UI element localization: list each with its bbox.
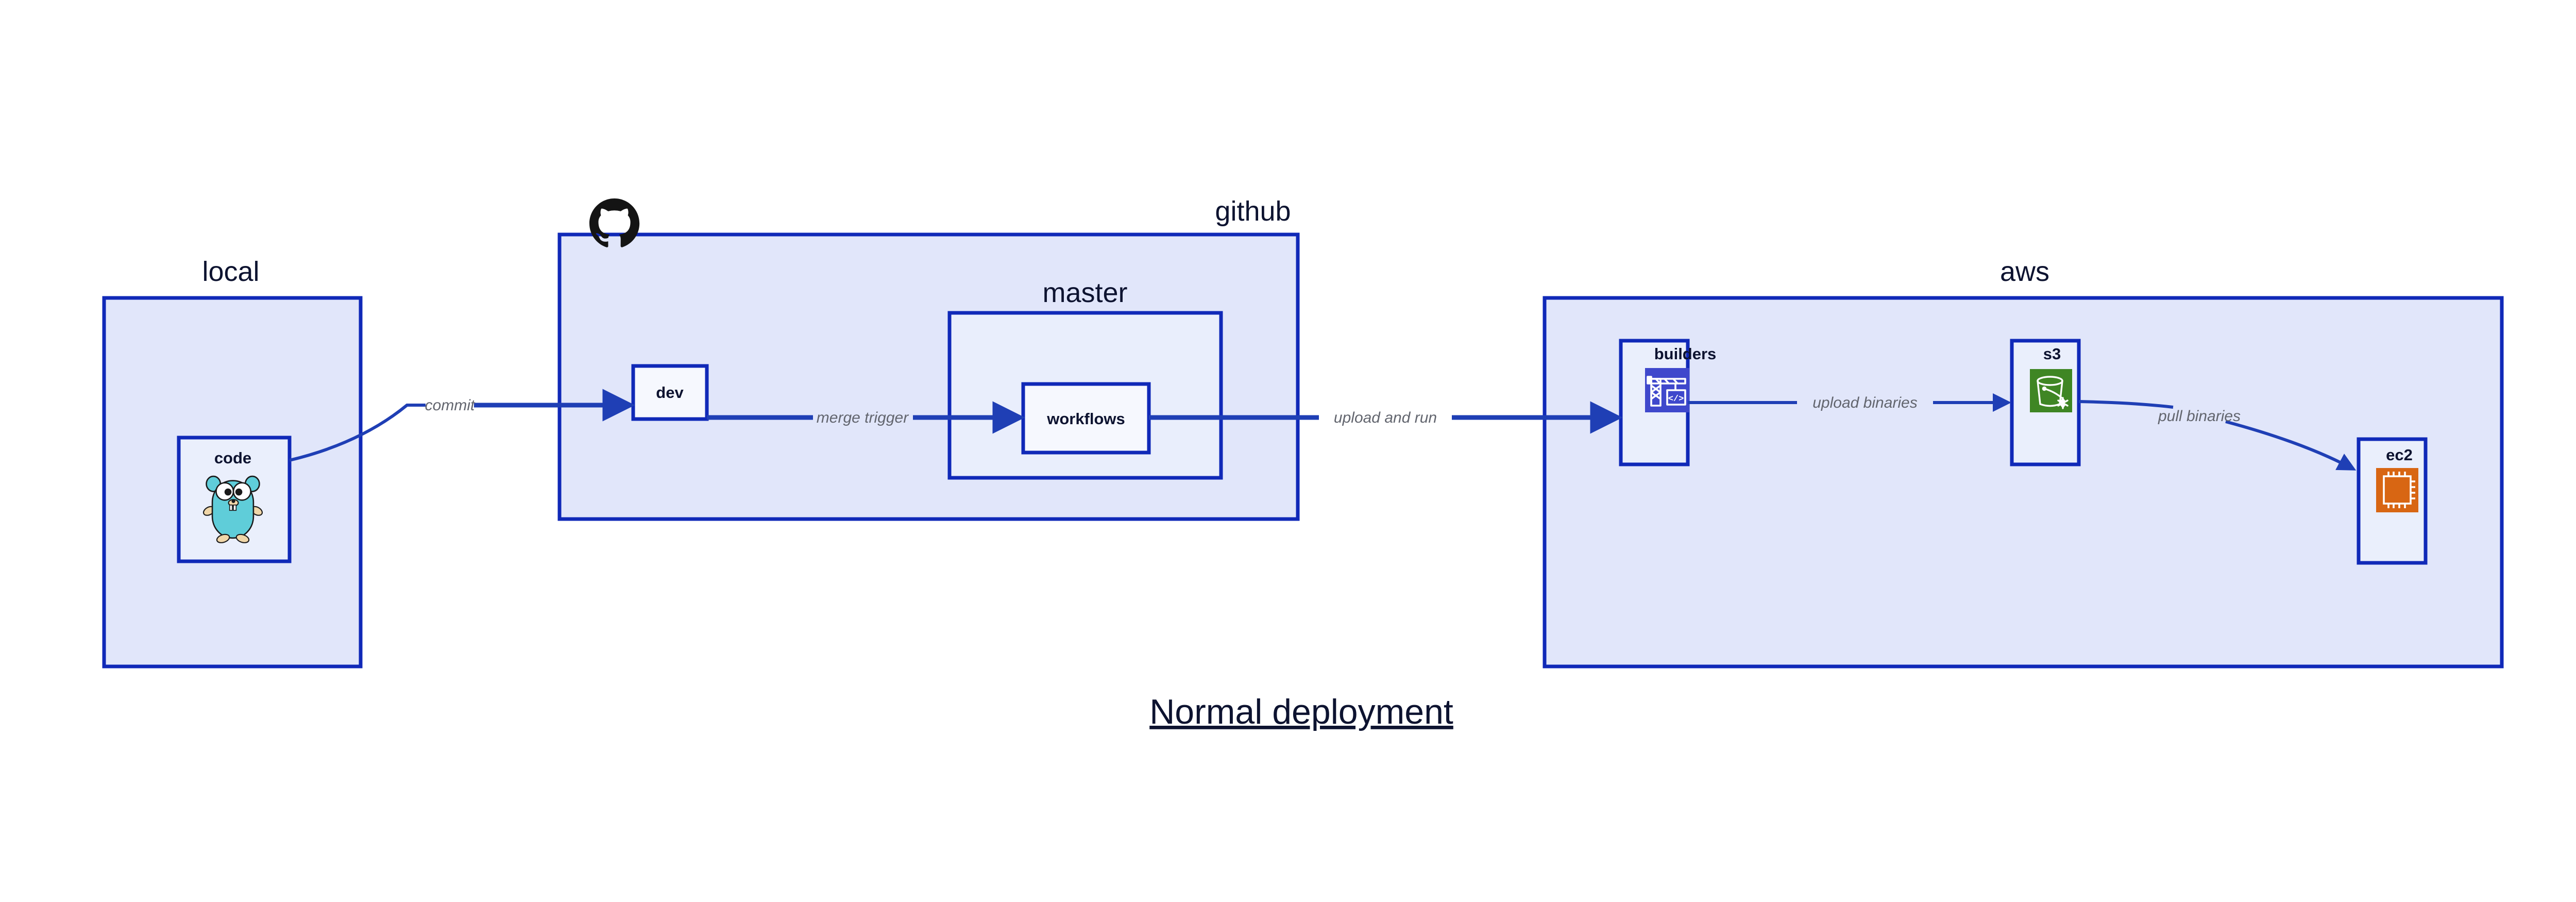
group-aws-label: aws — [2000, 256, 2049, 287]
node-code[interactable]: code — [177, 436, 292, 563]
svg-text:</>: </> — [1668, 394, 1684, 404]
group-local-label: local — [202, 256, 259, 287]
edge-builders-s3: upload binaries — [1688, 393, 2011, 412]
diagram-title: Normal deployment — [1149, 692, 1453, 731]
aws-s3-glacier-icon — [2030, 369, 2072, 412]
edge-code-dev: commit — [289, 389, 635, 462]
edge-s3-ec2-arrow — [2225, 420, 2357, 471]
edge-code-dev-path — [289, 404, 426, 462]
edge-s3-ec2-seg1 — [2078, 400, 2174, 409]
node-dev[interactable]: dev — [631, 364, 709, 421]
node-dev-label: dev — [656, 383, 684, 402]
edge-dev-workflows-label: merge trigger — [817, 409, 909, 426]
node-s3[interactable]: s3 — [2010, 339, 2081, 466]
edge-workflows-builders: upload and run — [1149, 401, 1623, 434]
edge-dev-workflows: merge trigger — [707, 401, 1025, 434]
node-workflows[interactable]: workflows — [1021, 382, 1151, 455]
aws-codebuild-icon: </> — [1645, 368, 1689, 412]
edge-s3-ec2-label: pull binaries — [2158, 408, 2241, 425]
edge-code-dev-label: commit — [425, 397, 476, 414]
node-builders[interactable]: builders </> — [1619, 339, 1717, 466]
node-workflows-label: workflows — [1046, 410, 1125, 428]
node-s3-label: s3 — [2043, 345, 2061, 363]
group-github-label: github — [1215, 196, 1291, 227]
edge-workflows-builders-label: upload and run — [1334, 409, 1437, 426]
node-builders-label: builders — [1654, 345, 1717, 363]
edge-s3-ec2: pull binaries — [2078, 400, 2357, 471]
group-master-label: master — [1042, 277, 1127, 308]
aws-ec2-icon — [2376, 468, 2418, 512]
go-gopher-icon — [202, 475, 263, 543]
node-ec2[interactable]: ec2 — [2357, 437, 2428, 565]
github-octocat-icon — [589, 198, 640, 247]
edge-builders-s3-label: upload binaries — [1812, 394, 1917, 411]
node-ec2-label: ec2 — [2386, 446, 2413, 464]
node-code-label: code — [214, 449, 251, 467]
